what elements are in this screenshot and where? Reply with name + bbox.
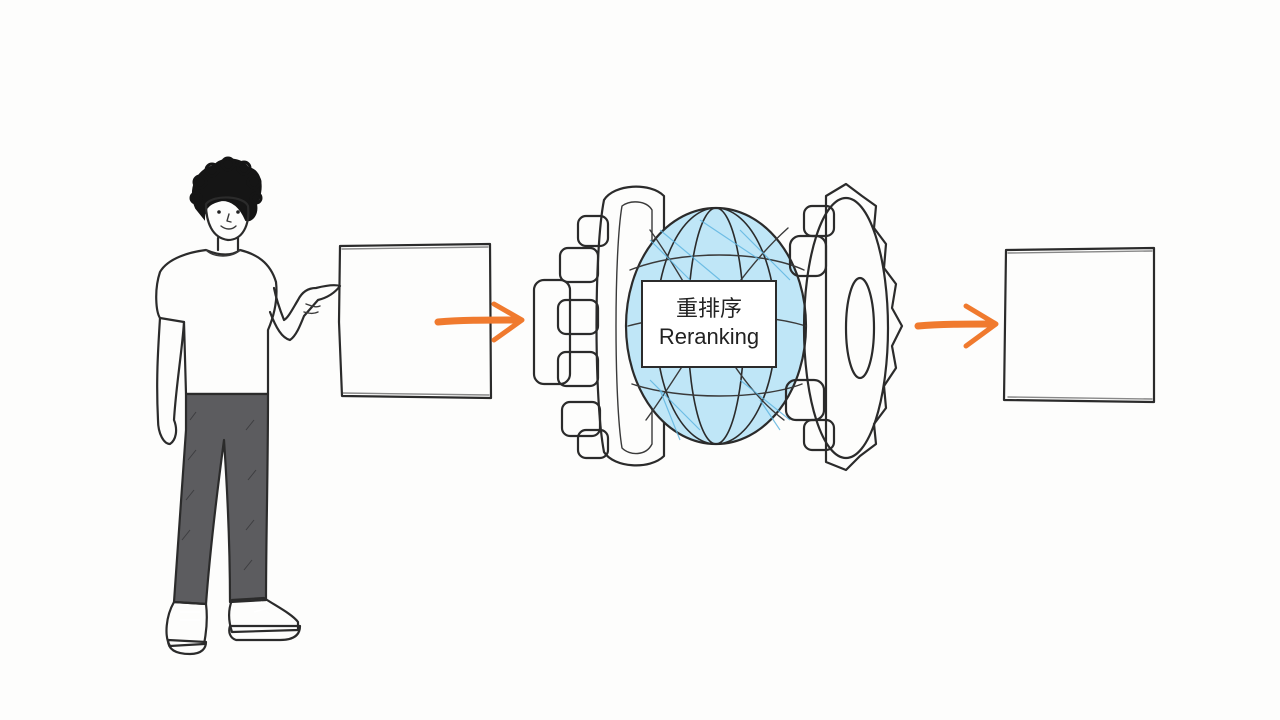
person-left-arm [156,316,186,446]
input-box-sketch-line [341,246,490,396]
input-box-icon [337,242,493,400]
right-gear-teeth [824,182,904,472]
person-pants-hatching [181,411,257,571]
person-neck [216,236,240,252]
reranking-label-en: Reranking [658,323,760,349]
arrow-1-shaft [434,316,522,326]
arrow-2-shaft [914,320,998,330]
left-gear-body [595,185,666,467]
person-face [204,196,250,242]
person-smile [220,225,237,230]
person-left-shoe [165,600,208,648]
output-box-sketch-line [1007,250,1153,400]
reranking-label-zh: 重排序 [675,296,742,322]
arrow-1-head [491,301,525,343]
output-box-icon [1002,246,1156,404]
person-shoe-laces [180,601,269,621]
right-gear-hub [844,276,876,380]
gear-globe-icon [532,182,904,472]
person-eye-left [217,210,221,214]
right-gear-tooth-2 [784,378,826,422]
person-hand-lines [303,303,321,315]
person-right-shoe-sole [228,624,302,642]
person-collar [205,249,241,257]
person-shirt [155,248,278,396]
arrow-2-head [963,303,999,349]
right-gear-face [802,196,890,460]
person-pants [172,392,270,606]
person-left-shoe-sole [166,638,208,656]
left-gear-inner-ring [615,201,653,455]
arrow-right-icon [434,301,525,343]
right-gear-tooth-3 [802,204,836,238]
reranking-label: 重排序 Reranking [641,280,777,368]
person-pointing-icon [155,156,342,656]
output-box [1002,246,1156,404]
right-gear-tooth-4 [802,418,836,452]
right-gear [784,182,904,472]
person-nose [226,213,232,223]
person-right-arm [268,284,342,342]
arrow-right-icon [914,303,999,349]
person-eye-right [236,210,240,214]
person-hair-curls [189,156,263,205]
left-gear-teeth [532,214,610,460]
input-box [337,242,493,400]
